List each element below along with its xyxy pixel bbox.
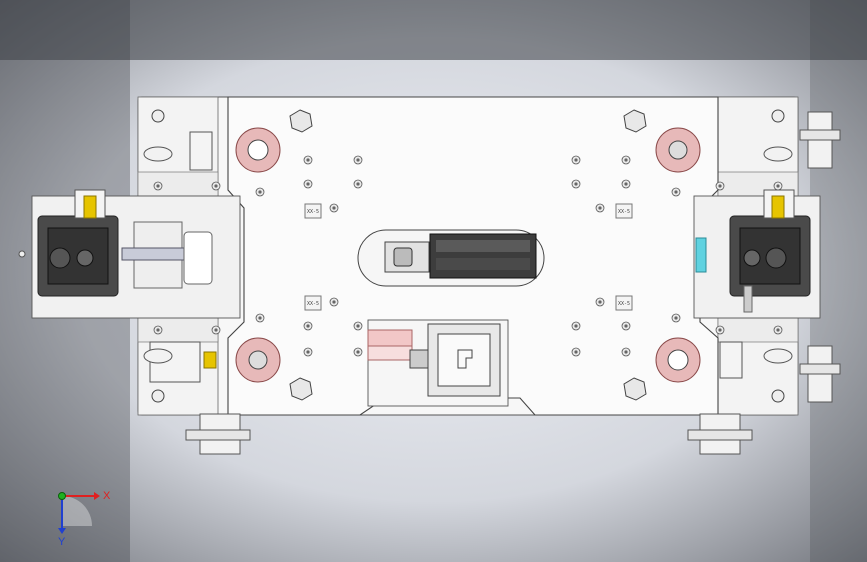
left-slide-assembly xyxy=(18,189,241,319)
bolt-hole-center xyxy=(306,324,310,328)
bolt-hole-center xyxy=(574,324,578,328)
bolt-hole-center xyxy=(624,158,628,162)
bolt-holes xyxy=(153,155,783,357)
bolt-hole-center xyxy=(574,350,578,354)
coordinate-triad: X Y xyxy=(58,490,111,548)
plate-markings: XX-5 XX-5 XX-5 XX-5 xyxy=(304,203,633,311)
marking-tl: XX-5 xyxy=(307,209,319,215)
marking-br: XX-5 xyxy=(618,301,630,307)
bolt-hole-center xyxy=(214,328,218,332)
toggle-clamps xyxy=(185,111,841,455)
marking-bl: XX-5 xyxy=(307,301,319,307)
hex-nuts xyxy=(289,109,647,401)
bolt-hole-center xyxy=(624,324,628,328)
center-cylinder xyxy=(357,229,545,287)
corner-screws xyxy=(151,109,785,403)
bolt-hole-center xyxy=(306,350,310,354)
bolt-hole-center xyxy=(718,328,722,332)
bolt-hole-center xyxy=(356,350,360,354)
bolt-hole-center xyxy=(598,206,602,210)
lower-mechanism xyxy=(367,319,509,407)
bolt-hole-center xyxy=(624,182,628,186)
bolt-hole-center xyxy=(332,206,336,210)
bolt-hole-center xyxy=(356,158,360,162)
bolt-hole-center xyxy=(598,300,602,304)
bolt-hole-center xyxy=(776,184,780,188)
bolt-hole-center xyxy=(156,328,160,332)
bolt-hole-center xyxy=(156,184,160,188)
bolt-hole-center xyxy=(306,158,310,162)
bolt-hole-center xyxy=(356,324,360,328)
marking-tr: XX-5 xyxy=(618,209,630,215)
bolt-hole-center xyxy=(674,316,678,320)
bolt-hole-center xyxy=(624,350,628,354)
bolt-hole-center xyxy=(718,184,722,188)
lifting-handles xyxy=(143,146,793,364)
bolt-hole-center xyxy=(258,190,262,194)
bolt-hole-center xyxy=(356,182,360,186)
bolt-hole-center xyxy=(258,316,262,320)
axis-x-label: X xyxy=(103,490,111,502)
bolt-hole-center xyxy=(574,182,578,186)
right-slide-assembly xyxy=(693,189,821,319)
bolt-hole-center xyxy=(306,182,310,186)
bolt-hole-center xyxy=(776,328,780,332)
bolt-hole-center xyxy=(574,158,578,162)
bolt-hole-center xyxy=(214,184,218,188)
bushing-holes xyxy=(235,127,701,383)
axis-y-label: Y xyxy=(58,536,66,548)
bolt-hole-center xyxy=(332,300,336,304)
bolt-hole-center xyxy=(674,190,678,194)
